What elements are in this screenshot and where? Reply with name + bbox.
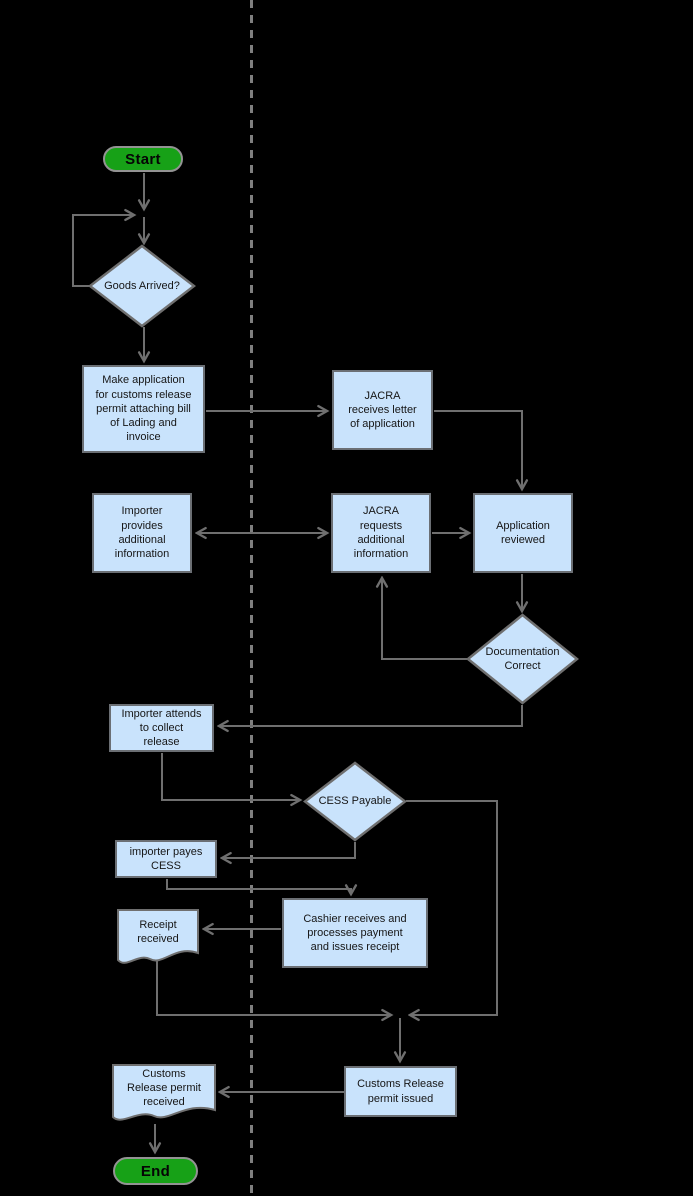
process-cashier-label: Cashier receives and processes payment a… [303,912,407,954]
decision-cess-payable: CESS Payable [303,761,407,842]
diamond-shape [88,244,196,328]
edge-cess-payable-to-importer-payes [223,842,356,858]
start-node: Start [103,146,183,172]
edge-cess-payable-to-junction [406,800,498,1015]
decision-goods-arrived: Goods Arrived? [88,244,196,328]
decision-documentation-correct: Documentation Correct [466,613,579,705]
process-jacra-requests: JACRA requests additional information [331,493,431,573]
process-jacra-receives-label: JACRA receives letter of application [348,389,417,431]
process-application-reviewed-label: Application reviewed [496,519,550,546]
document-permit-received: Customs Release permit received [112,1064,216,1124]
process-cashier: Cashier receives and processes payment a… [282,898,428,968]
diamond-shape [303,761,407,842]
end-node: End [113,1157,198,1185]
edge-documentation-correct-to-importer-attends [220,705,523,726]
process-jacra-requests-label: JACRA requests additional information [353,505,409,561]
process-importer-provides: Importer provides additional information [92,493,192,573]
process-application-reviewed: Application reviewed [473,493,573,573]
edge-importer-attends-to-cess-payable [161,753,299,800]
edge-jacra-receives-to-application-reviewed [434,410,522,488]
process-importer-provides-label: Importer provides additional information [114,505,170,561]
edge-documentation-correct-to-jacra-requests [382,579,467,660]
process-jacra-receives: JACRA receives letter of application [332,370,433,450]
end-label: End [140,1162,171,1180]
process-importer-payes: importer payes CESS [115,840,217,878]
process-make-application-label: Make application for customs release per… [95,374,192,444]
process-importer-attends-label: Importer attends to collect release [121,707,202,749]
edge-importer-payes-to-cashier [166,879,351,893]
start-label: Start [125,150,161,168]
diamond-shape [466,613,579,705]
process-make-application: Make application for customs release per… [82,365,205,453]
document-shape [117,909,199,964]
document-receipt-received: Receipt received [117,909,199,967]
process-permit-issued: Customs Release permit issued [344,1066,457,1117]
document-shape [112,1064,216,1121]
edge-goods-arrived-loop [72,215,133,287]
process-permit-issued-label: Customs Release permit issued [357,1078,444,1105]
process-importer-payes-label: importer payes CESS [129,845,203,872]
edge-receipt-received-to-junction [156,961,390,1015]
process-importer-attends: Importer attends to collect release [109,704,214,752]
